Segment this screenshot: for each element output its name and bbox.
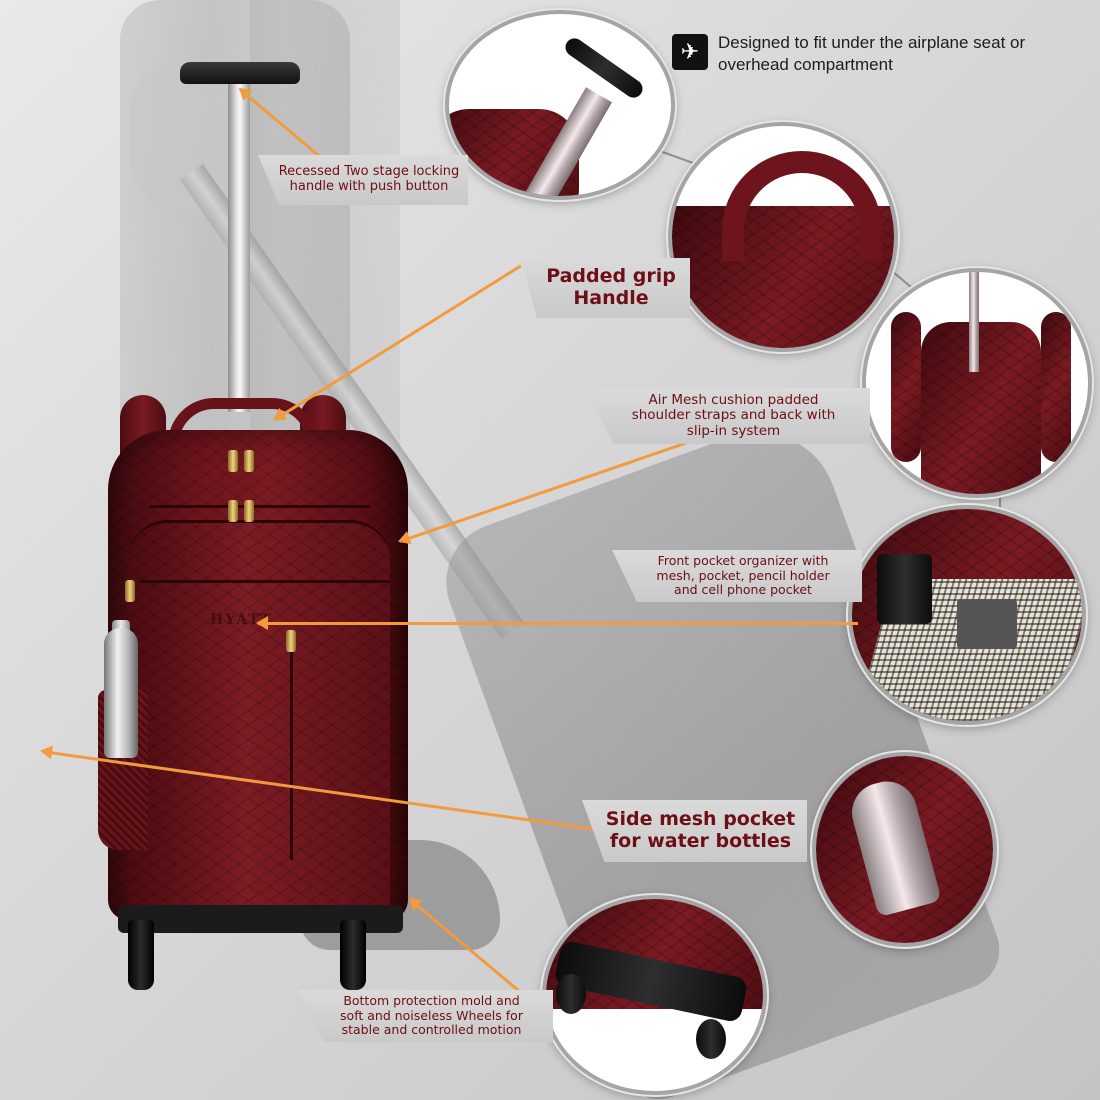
callout-grip: Padded grip Handle <box>520 258 690 318</box>
detail-circle-grip-handle <box>668 122 898 352</box>
trolley-handle-grip <box>180 62 300 84</box>
right-strap-detail <box>1041 312 1071 462</box>
detail-circle-wheels <box>542 895 767 1095</box>
trolley-handle-bar <box>228 72 250 412</box>
callout-text: Front pocket organizer with <box>657 553 829 569</box>
detail-circle-side-pocket <box>812 752 997 947</box>
calculator <box>957 599 1017 649</box>
detail-circle-back-straps <box>862 268 1092 498</box>
detail-circle-trolley-handle <box>445 10 675 200</box>
zipper-pull <box>228 500 238 522</box>
phone <box>877 554 932 624</box>
brand-emboss: HYATT <box>210 612 273 628</box>
zipper-pull <box>125 580 135 602</box>
arrow-front <box>256 616 858 630</box>
left-strap-detail <box>891 312 921 462</box>
zipper-line <box>290 630 293 860</box>
callout-handle: Recessed Two stage locking handle with p… <box>258 155 468 205</box>
back-panel <box>921 322 1041 494</box>
callout-air-mesh: Air Mesh cushion padded shoulder straps … <box>585 388 870 444</box>
airplane-icon: ✈ <box>672 34 708 70</box>
callout-text: for water bottles <box>609 830 792 852</box>
callout-text: Bottom protection mold and <box>343 993 520 1009</box>
callout-text: Side mesh pocket <box>605 808 796 831</box>
travel-note-line: overhead compartment <box>718 55 893 75</box>
callout-text: handle with push button <box>289 179 449 194</box>
trolley-tube <box>969 272 979 372</box>
callout-text: Padded grip <box>546 265 676 288</box>
zipper-pull <box>228 450 238 472</box>
zipper-pull <box>244 450 254 472</box>
zipper-pull <box>244 500 254 522</box>
water-bottle <box>104 628 138 758</box>
callout-text: soft and noiseless Wheels for <box>340 1007 523 1023</box>
callout-text: Handle <box>573 287 649 309</box>
left-wheel <box>128 920 154 990</box>
callout-text: stable and controlled motion <box>341 1022 522 1038</box>
callout-text: shoulder straps and back with <box>631 407 836 424</box>
zipper-pull <box>286 630 296 652</box>
detail-circle-front-organizer <box>848 505 1086 725</box>
wheel-detail <box>556 974 586 1014</box>
callout-text: slip-in system <box>686 422 781 439</box>
callout-front-pocket: Front pocket organizer with mesh, pocket… <box>612 550 862 602</box>
right-wheel <box>340 920 366 990</box>
callout-bottom-wheels: Bottom protection mold and soft and nois… <box>298 990 553 1042</box>
zipper-line <box>140 580 390 583</box>
travel-note: ✈ Designed to fit under the airplane sea… <box>672 32 1092 76</box>
grip-handle-detail <box>722 151 882 261</box>
callout-text: mesh, pocket, pencil holder <box>656 567 830 583</box>
callout-side-pocket: Side mesh pocket for water bottles <box>582 800 807 862</box>
wheel-detail <box>696 1019 726 1059</box>
zipper-line <box>150 505 370 508</box>
travel-note-text: Designed to fit under the airplane seat … <box>718 32 1025 76</box>
callout-text: and cell phone pocket <box>674 582 812 598</box>
travel-note-line: Designed to fit under the airplane seat … <box>718 33 1026 52</box>
backpack-front-pocket <box>128 520 390 920</box>
trolley-grip <box>561 34 647 102</box>
callout-text: Recessed Two stage locking <box>278 164 460 180</box>
callout-text: Air Mesh cushion padded <box>648 391 819 408</box>
